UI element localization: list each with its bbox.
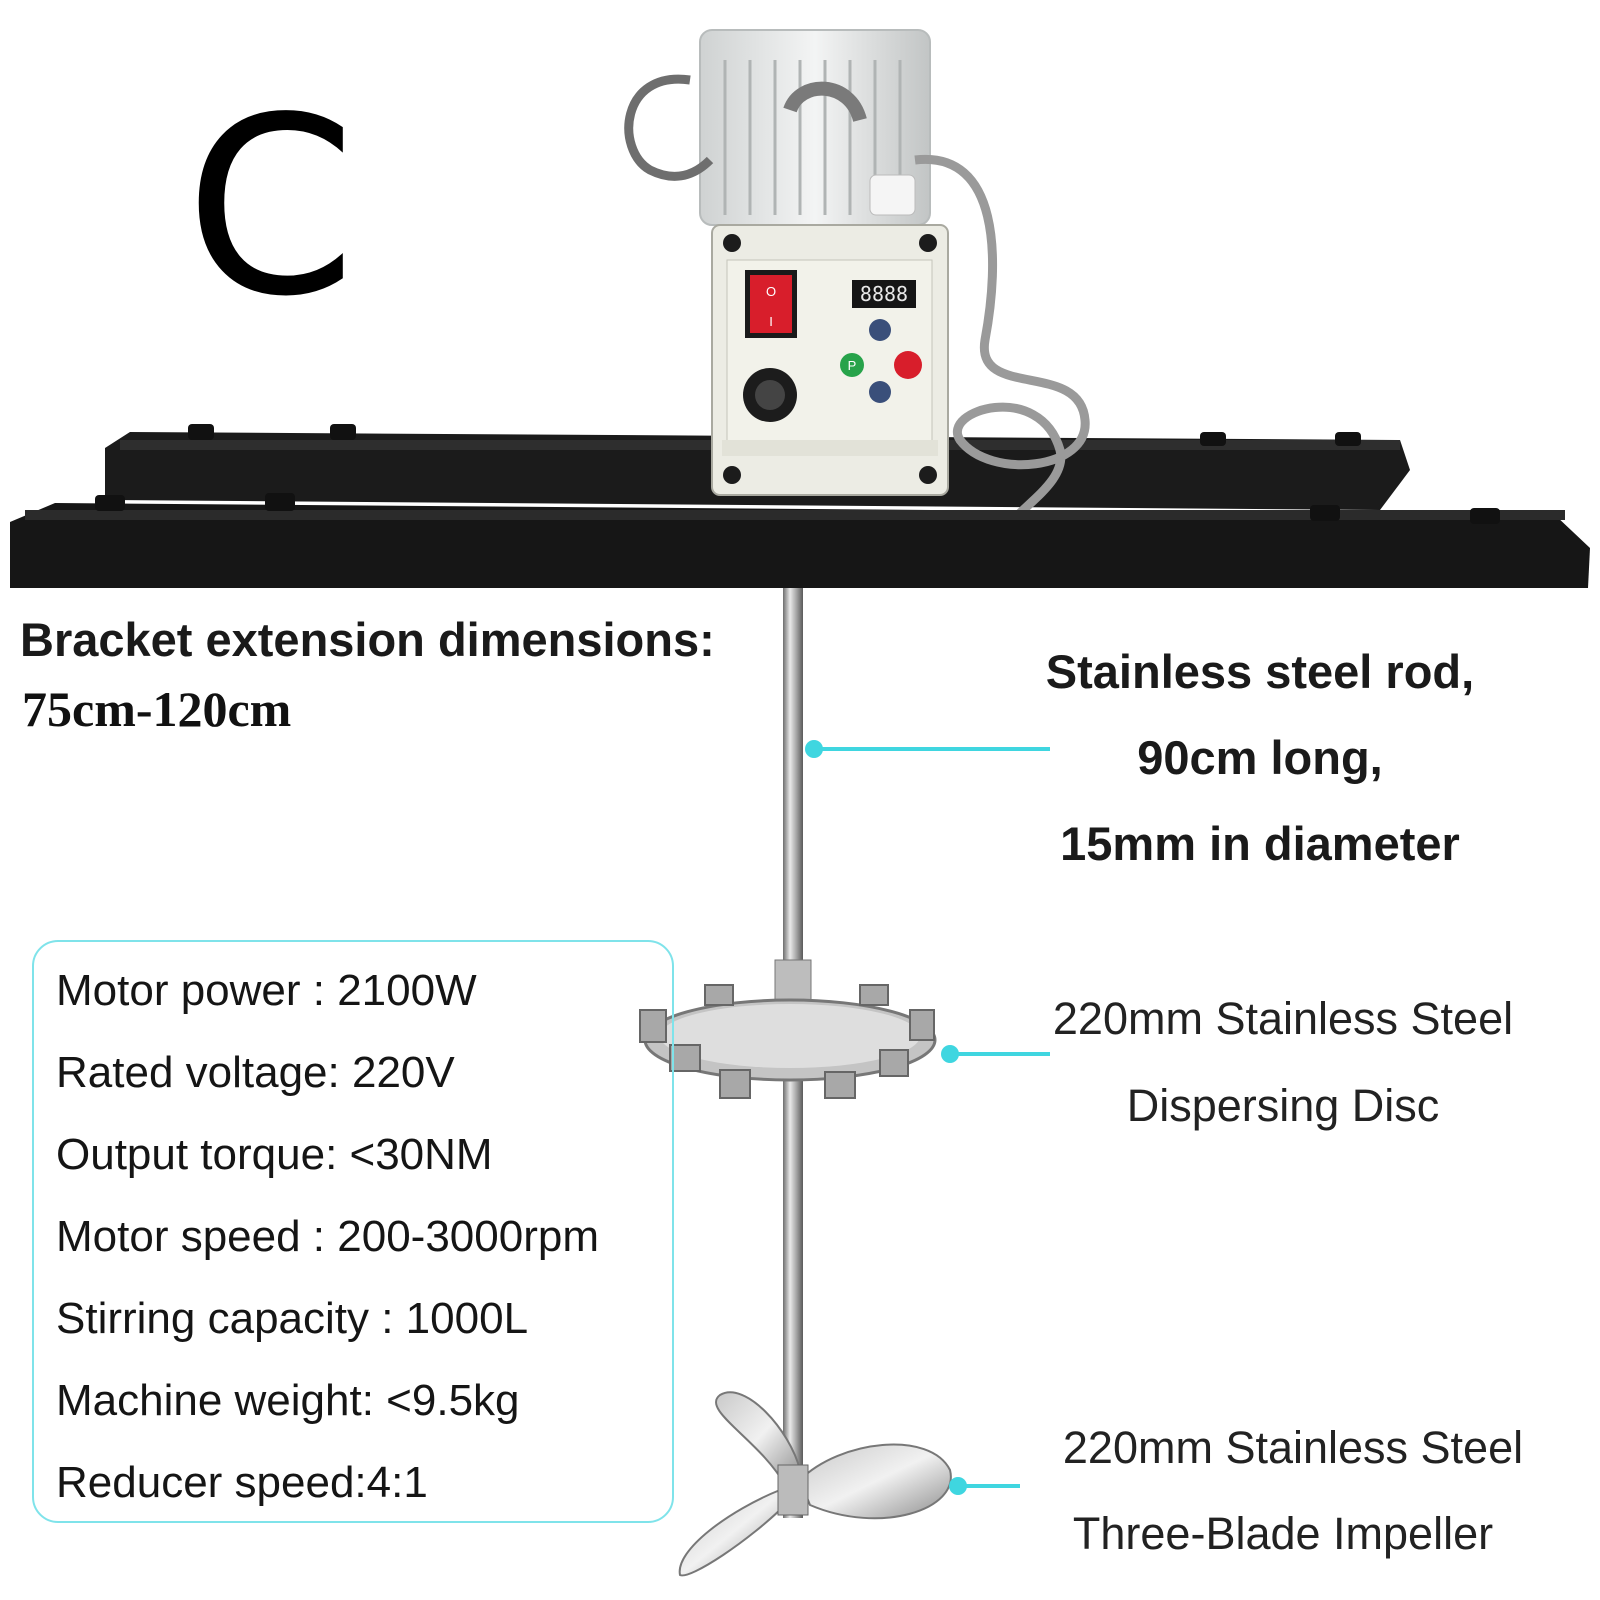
disc-label-line-1: 220mm Stainless Steel [1052,993,1514,1044]
power-cable [914,154,1090,544]
display-digits: 8888 [860,282,908,306]
plus-button[interactable] [869,319,891,341]
speed-display: 8888 [852,280,916,308]
p-button-label: P [848,358,857,373]
spec-machine-weight: Machine weight: <9.5kg [56,1376,520,1425]
bracket-extension-label: Bracket extension dimensions: [20,613,715,666]
variant-letter: C [185,65,357,350]
rod-spec-line-3: 15mm in diameter [1060,817,1460,870]
power-switch[interactable]: O I [745,270,797,338]
bracket-extension-value: 75cm-120cm [22,681,292,737]
spec-motor-power: Motor power : 2100W [56,966,477,1015]
front-bracket-bar [10,493,1590,588]
p-button[interactable] [840,353,864,377]
minus-button[interactable] [869,381,891,403]
motor-housing [624,29,931,226]
impeller-label-line-2: Three-Blade Impeller [1072,1508,1494,1559]
spec-stirring-capacity: Stirring capacity : 1000L [56,1294,529,1343]
spec-motor-speed: Motor speed : 200-3000rpm [56,1212,599,1261]
control-box: O I 8888 P [711,224,949,496]
impeller-label-line-1: 220mm Stainless Steel [1062,1422,1524,1473]
disc-callout [941,1045,1050,1063]
rod-spec-line-1: Stainless steel rod, [1045,645,1475,698]
dispersing-disc [639,984,937,1099]
rod-spec-line-2: 90cm long, [1137,731,1383,784]
spec-output-torque: Output torque: <30NM [56,1130,493,1179]
disc-label-line-2: Dispersing Disc [1126,1080,1440,1131]
spec-reducer-speed: Reducer speed:4:1 [56,1458,428,1507]
impeller-callout [949,1477,1020,1495]
stop-button[interactable] [894,351,922,379]
spec-rated-voltage: Rated voltage: 220V [56,1048,455,1097]
spec-box [32,940,674,1523]
rod-callout [805,740,1050,758]
switch-on-label: O [766,284,776,299]
three-blade-impeller [678,1391,952,1577]
switch-off-label: I [769,314,773,329]
